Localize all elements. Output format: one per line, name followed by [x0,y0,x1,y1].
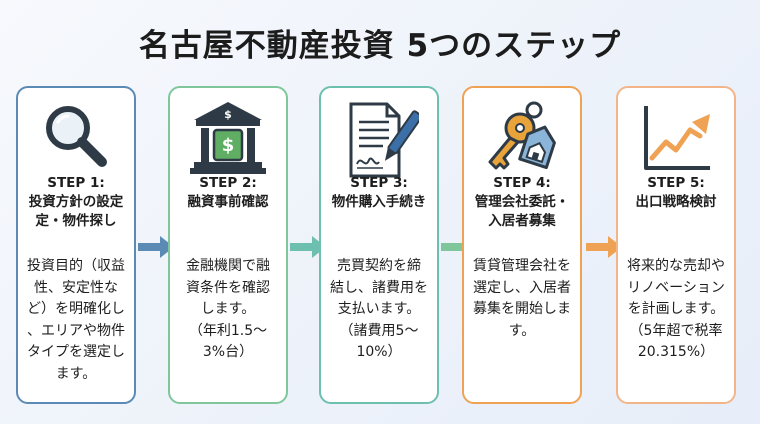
step-title: STEP 4: 管理会社委託・ 入居者募集 [474,175,570,229]
step-title: STEP 5: 出口戦略検討 [635,175,717,210]
step-title: STEP 1: 投資方針の設定 定・物件探し [28,175,124,229]
magnifying-glass-icon [18,98,134,186]
step-card-4: STEP 4: 管理会社委託・ 入居者募集 賃貸管理会社を 選定し、入居者 募集… [462,86,582,404]
step-card-5: STEP 5: 出口戦略検討 将来的な売却や リノベーション を計画します。 （… [616,86,736,404]
bank-icon: $ $ [170,98,286,186]
step-description: 売買契約を締 結し、諸費用を 支払います。 （諸費用5〜 10%） [330,258,428,360]
step-card-3: STEP 3: 物件購入手続き 売買契約を締 結し、諸費用を 支払います。 （諸… [319,86,439,404]
arrow-right-icon [288,234,328,260]
svg-text:$: $ [222,135,235,156]
step-title: STEP 3: 物件購入手続き [331,175,427,210]
contract-pen-icon [321,98,437,186]
svg-text:$: $ [224,108,232,121]
step-description: 投資目的（収益 性、安定性な ど）を明確化し 、エリアや物件 タイプを選定し ま… [27,258,125,382]
page-title: 名古屋不動産投資 5つのステップ [138,28,622,64]
step-description: 金融機関で融 資条件を確認 します。 （年利1.5〜 3%台） [186,258,270,360]
step-card-1: STEP 1: 投資方針の設定 定・物件探し 投資目的（収益 性、安定性な ど）… [16,86,136,404]
arrow-right-icon [136,234,176,260]
arrow-right-icon [584,234,624,260]
step-card-2: $ $ STEP 2: 融資事前確認 金融機関で融 資条件を確認 します。 （年… [168,86,288,404]
step-description: 賃貸管理会社を 選定し、入居者 募集を開始しま す。 [473,258,571,339]
growth-chart-icon [618,98,734,186]
step-description: 将来的な売却や リノベーション を計画します。 （5年超で税率 20.315%） [627,258,725,360]
step-title: STEP 2: 融資事前確認 [187,175,269,210]
house-keys-icon [464,98,580,186]
